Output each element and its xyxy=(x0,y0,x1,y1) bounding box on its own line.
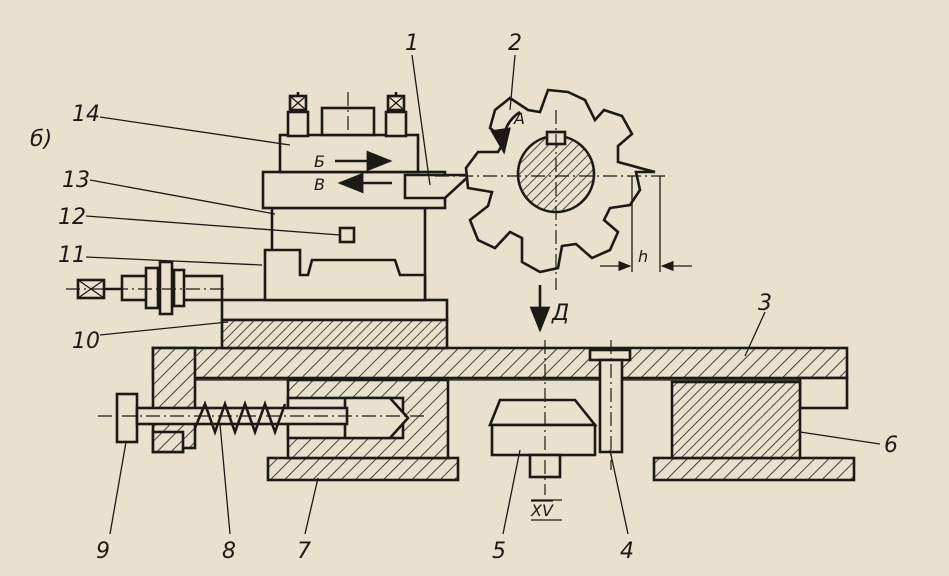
milling-cutter-2 xyxy=(435,88,668,290)
label-3: 3 xyxy=(758,291,772,316)
leader-lines xyxy=(85,54,881,535)
feed-screw xyxy=(66,260,225,316)
label-7: 7 xyxy=(297,539,311,564)
label-12: 12 xyxy=(58,205,86,230)
dimension-label-h: h xyxy=(638,247,648,266)
label-5: 5 xyxy=(492,539,506,564)
section-label-xv: XV xyxy=(530,501,554,520)
label-9: 9 xyxy=(96,539,110,564)
arrow-label-v: В xyxy=(314,175,325,194)
label-2: 2 xyxy=(508,31,522,56)
cutting-tool-1 xyxy=(403,173,474,200)
motion-arrows xyxy=(335,110,551,333)
tool-holder-13 xyxy=(263,206,427,302)
arrow-label-b: Б xyxy=(314,152,325,171)
slide-10 xyxy=(220,298,449,350)
label-14: 14 xyxy=(72,102,100,127)
label-8: 8 xyxy=(222,539,236,564)
arrow-label-a: А xyxy=(513,109,525,128)
label-6: 6 xyxy=(884,433,898,458)
label-1: 1 xyxy=(405,31,419,56)
label-10: 10 xyxy=(72,329,100,354)
label-13: 13 xyxy=(62,168,90,193)
label-4: 4 xyxy=(620,539,634,564)
cam-5 xyxy=(488,340,598,495)
arrow-label-d: Д xyxy=(551,301,569,326)
label-11: 11 xyxy=(58,243,86,268)
stop-block-6 xyxy=(670,380,802,460)
dimension-h xyxy=(600,176,692,272)
bottom-rails xyxy=(151,430,856,482)
adjusting-screw-9 xyxy=(98,392,425,444)
figure-label: б) xyxy=(30,127,52,152)
